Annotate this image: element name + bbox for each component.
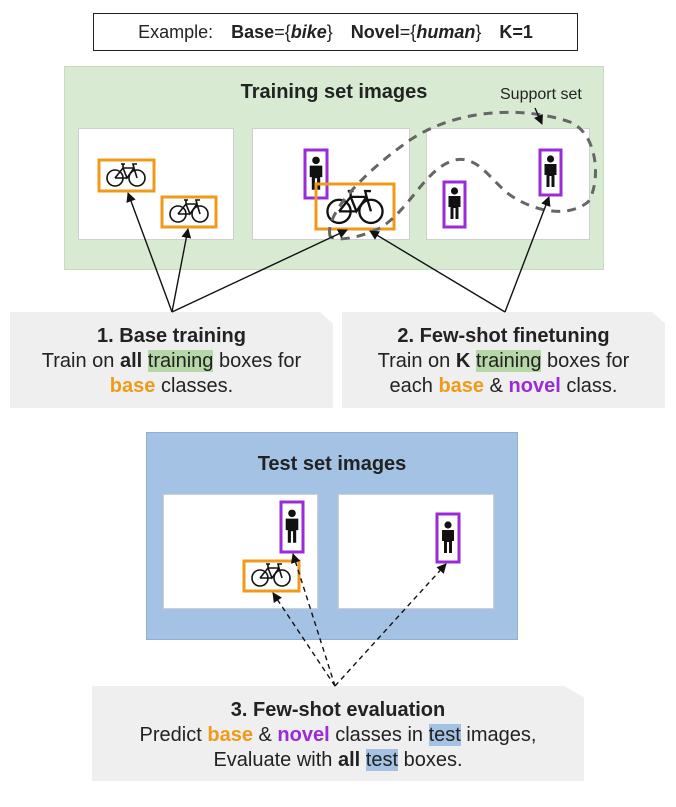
example-novel-label: Novel <box>350 21 400 42</box>
example-base-value: bike <box>290 21 327 42</box>
test-image-2 <box>338 494 494 609</box>
step1-callout: 1. Base training Train on all training b… <box>10 312 333 408</box>
step2-line1: Train on K training boxes for <box>377 350 630 372</box>
step2-heading: 2. Few-shot finetuning <box>397 325 610 347</box>
bicycle-icon <box>314 182 396 231</box>
person-icon <box>435 512 461 564</box>
person-icon <box>442 180 467 229</box>
example-prefix: Example: <box>138 21 214 42</box>
finetuning-arrows <box>369 196 551 313</box>
bicycle-icon <box>242 559 301 593</box>
step3-line1: Predict base & novel classes in test ima… <box>139 724 537 746</box>
step3-line2: Evaluate with all test boxes. <box>213 749 463 771</box>
step2-callout: 2. Few-shot finetuning Train on K traini… <box>342 312 665 408</box>
train-image-1 <box>78 128 234 240</box>
bicycle-icon <box>160 195 218 229</box>
example-novel-eq: ={ <box>399 21 417 42</box>
example-close2: } <box>475 21 482 42</box>
person-icon <box>279 500 305 554</box>
example-base-eq: ={ <box>274 21 291 42</box>
base-training-arrows <box>126 192 348 313</box>
evaluation-arrows <box>272 553 447 687</box>
example-k-label: K=1 <box>499 21 533 42</box>
support-pointer-arrow <box>533 107 543 125</box>
bicycle-icon <box>97 158 156 193</box>
test-title: Test set images <box>257 453 407 475</box>
example-box: Example: Base={bike} Novel={human} K=1 <box>93 13 578 51</box>
train-image-3 <box>426 128 590 240</box>
step1-line2: base classes. <box>109 375 234 397</box>
person-icon <box>538 148 563 197</box>
support-set-label: Support set <box>500 86 582 103</box>
step1-line1: Train on all training boxes for <box>41 350 302 372</box>
step3-callout: 3. Few-shot evaluation Predict base & no… <box>92 686 584 781</box>
example-novel-value: human <box>416 21 476 42</box>
step3-heading: 3. Few-shot evaluation <box>230 699 446 721</box>
example-base-label: Base <box>231 21 275 42</box>
example-close1: } <box>326 21 333 42</box>
support-set-curve <box>328 110 597 241</box>
training-title: Training set images <box>240 81 428 103</box>
step2-line2: each base & novel class. <box>389 375 618 397</box>
step1-heading: 1. Base training <box>97 325 246 347</box>
